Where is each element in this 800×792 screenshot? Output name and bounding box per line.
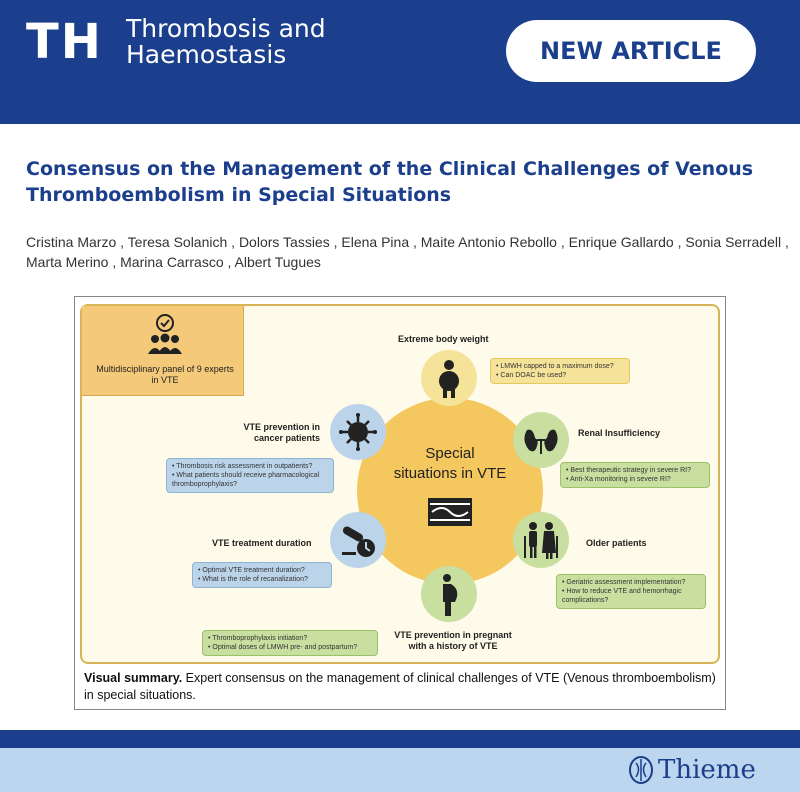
node-label-duration: VTE treatment duration [212, 538, 312, 548]
bubble-older-q2: How to reduce VTE and hemorrhagic compli… [562, 587, 700, 605]
new-article-badge: NEW ARTICLE [506, 20, 756, 82]
center-label: Special situations in VTE [357, 444, 543, 484]
weight-node [421, 350, 477, 406]
bubble-weight-q2: Can DOAC be used? [496, 371, 624, 380]
bubble-duration-q1: Optimal VTE treatment duration? [198, 566, 326, 575]
bubble-cancer-q2: What patients should receive pharmacolog… [172, 471, 328, 489]
bubble-renal-q2: Anti-Xa monitoring in severe RI? [566, 475, 704, 484]
older-patients-icon [524, 522, 558, 559]
journal-logo: TH [26, 14, 103, 70]
article-authors: Cristina Marzo , Teresa Solanich , Dolor… [26, 234, 789, 270]
caption-text: Expert consensus on the management of cl… [84, 671, 716, 702]
visual-summary-caption: Visual summary. Expert consensus on the … [84, 670, 720, 704]
node-label-older: Older patients [586, 538, 647, 548]
cancer-cell-icon [339, 413, 377, 451]
bubble-duration-q2: What is the role of recanalization? [198, 575, 326, 584]
node-label-weight: Extreme body weight [398, 334, 489, 344]
bubble-weight-q1: LMWH capped to a maximum dose? [496, 362, 624, 371]
kidney-icon [524, 429, 558, 454]
older-node [513, 512, 569, 568]
bubble-cancer: Thrombosis risk assessment in outpatient… [166, 458, 334, 493]
bubble-renal-q1: Best therapeutic strategy in severe RI? [566, 466, 704, 475]
node-label-renal: Renal Insufficiency [578, 428, 661, 438]
journal-name: Thrombosis and Haemostasis [126, 16, 326, 68]
cancer-node [330, 404, 386, 460]
footer-bar [0, 730, 800, 748]
node-label-cancer: VTE prevention in cancer patients [218, 422, 320, 444]
expert-panel-icon [148, 314, 182, 354]
pregnant-node [421, 566, 477, 622]
bubble-pregnant: Thromboprophylaxis initiation? Optimal d… [202, 630, 378, 656]
renal-node [513, 412, 569, 468]
center-label-line1: Special [425, 445, 475, 462]
thieme-emblem-icon [629, 756, 653, 784]
node-label-pregnant-line2: with a history of VTE [408, 641, 498, 651]
journal-name-line1: Thrombosis and [126, 14, 326, 43]
caption-bold: Visual summary. [84, 671, 183, 685]
center-circle [357, 398, 543, 584]
bubble-duration: Optimal VTE treatment duration? What is … [192, 562, 332, 588]
footer [0, 748, 800, 792]
body-weight-icon [439, 360, 459, 398]
publisher-name: Thieme [658, 755, 756, 785]
journal-name-line2: Haemostasis [126, 40, 287, 69]
expert-panel-text: Multidisciplinary panel of 9 experts in … [96, 364, 234, 385]
node-label-cancer-line1: VTE prevention in [243, 422, 320, 432]
bubble-pregnant-q2: Optimal doses of LMWH pre- and postpartu… [208, 643, 372, 652]
article-title[interactable]: Consensus on the Management of the Clini… [26, 158, 754, 206]
node-label-cancer-line2: cancer patients [253, 433, 320, 443]
node-label-pregnant: VTE prevention in pregnant with a histor… [388, 630, 518, 652]
bubble-cancer-q1: Thrombosis risk assessment in outpatient… [172, 462, 328, 471]
pregnant-icon [443, 574, 458, 616]
bubble-pregnant-q1: Thromboprophylaxis initiation? [208, 634, 372, 643]
duration-node [330, 512, 386, 568]
bubble-renal: Best therapeutic strategy in severe RI? … [560, 462, 710, 488]
treatment-duration-icon [342, 526, 375, 557]
node-label-pregnant-line1: VTE prevention in pregnant [394, 630, 512, 640]
center-label-line2: situations in VTE [393, 465, 507, 482]
blood-vessel-icon [428, 498, 472, 526]
bubble-older-q1: Geriatric assessment implementation? [562, 578, 700, 587]
publisher-logo[interactable]: Thieme [628, 754, 756, 786]
bubble-weight: LMWH capped to a maximum dose? Can DOAC … [490, 358, 630, 384]
bubble-older: Geriatric assessment implementation? How… [556, 574, 706, 609]
